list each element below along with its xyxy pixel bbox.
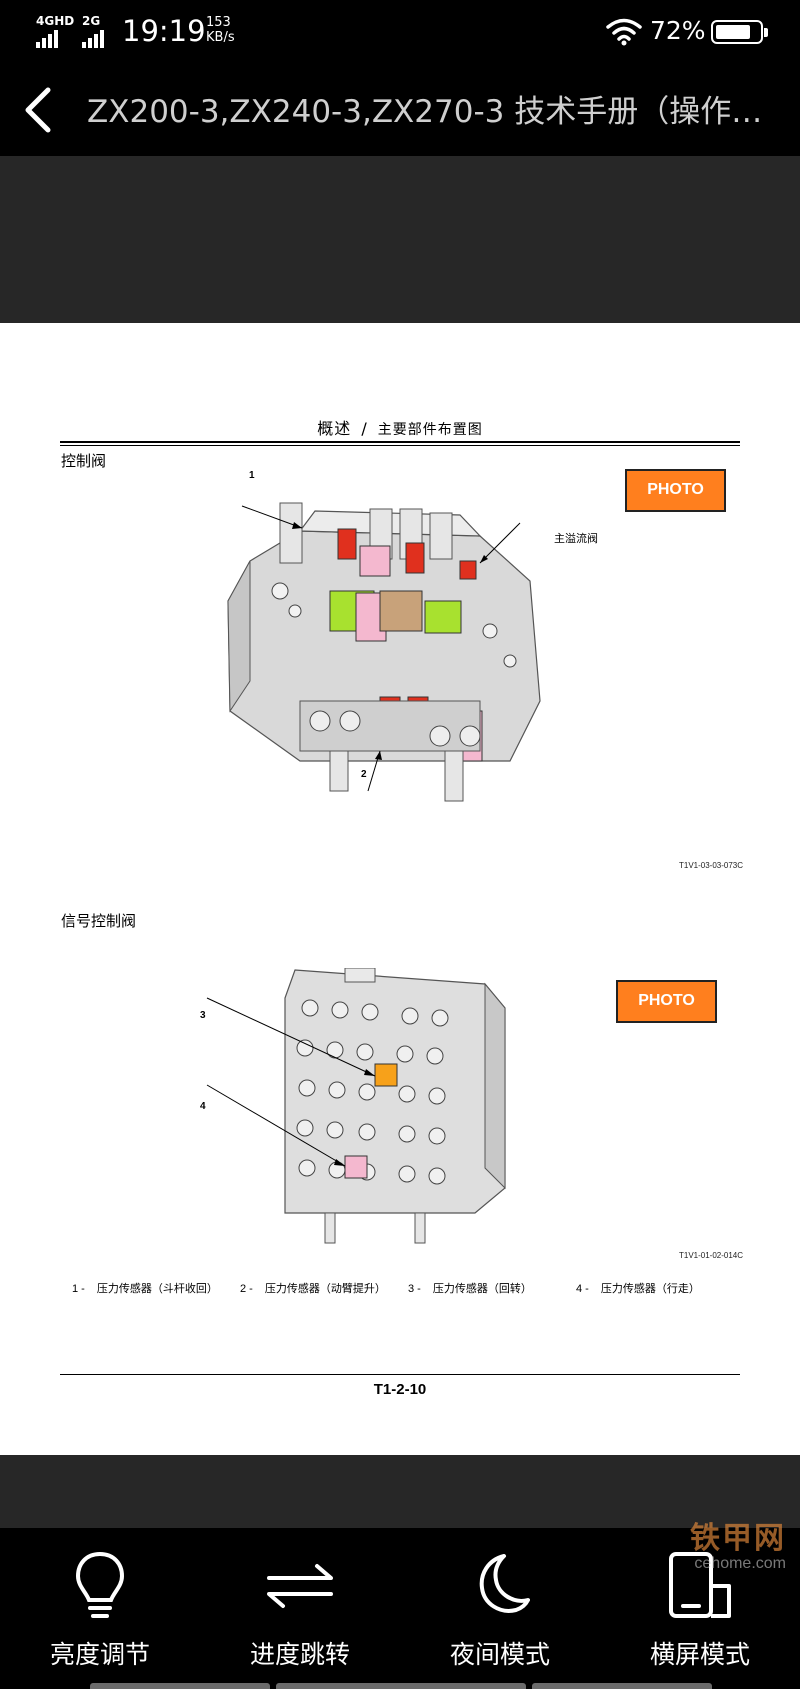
landscape-mode-label: 横屏模式 <box>649 1640 750 1669</box>
legend-item-1: 1 - 压力传感器（斗杆收回） <box>72 1280 218 1296</box>
home-indicator-left <box>90 1683 270 1689</box>
callout-4: 4 <box>200 1101 206 1112</box>
header-sub: 主要部件布置图 <box>377 422 483 438</box>
main-relief-valve-label: 主溢流阀 <box>554 532 598 545</box>
legend-item-2: 2 - 压力传感器（动臂提升） <box>240 1280 386 1296</box>
network-speed: 153 KB/s <box>206 15 235 45</box>
legend-item-4: 4 - 压力传感器（行走） <box>576 1280 700 1296</box>
page-number: T1-2-10 <box>373 1381 427 1398</box>
rotate-device-icon <box>669 1552 731 1618</box>
legend-num-4: 4 - <box>576 1283 589 1295</box>
battery-percentage: 72% <box>650 16 706 45</box>
network-speed-value: 153 <box>206 15 231 30</box>
home-indicator-right <box>532 1683 712 1689</box>
header-separator: / <box>361 419 368 438</box>
legend-num-1: 1 - <box>72 1283 85 1295</box>
night-mode-button[interactable]: 夜间模式 <box>400 1528 600 1689</box>
legend-text-2: 压力传感器（动臂提升） <box>264 1282 386 1295</box>
back-arrow-icon <box>25 87 51 133</box>
footer-rule <box>60 1374 740 1375</box>
callout-1: 1 <box>249 470 255 481</box>
header-rule-thin <box>60 445 740 446</box>
legend-text-4: 压力传感器（行走） <box>600 1282 700 1295</box>
page-header: 概述 / 主要部件布置图 <box>60 415 740 439</box>
callout-2: 2 <box>361 769 367 780</box>
legend-text-1: 压力传感器（斗杆收回） <box>96 1282 218 1295</box>
photo-button-control-valve[interactable]: PHOTO <box>625 469 726 512</box>
bottom-margin-band <box>0 1455 800 1528</box>
watermark-text: 铁甲网 <box>690 1522 786 1555</box>
clock: 19:19 <box>122 14 206 48</box>
control-valve-illustration <box>227 502 541 802</box>
figure-code-1: T1V1-03-03-073C <box>679 861 744 870</box>
wifi-icon <box>606 18 642 46</box>
night-mode-label: 夜间模式 <box>449 1640 550 1669</box>
network-type-2: 2G <box>82 14 101 28</box>
moon-icon <box>479 1554 530 1613</box>
title-bar: ZX200-3,ZX240-3,ZX270-3 技术手册（操作… <box>0 62 800 156</box>
figure-code-2: T1V1-01-02-014C <box>679 1251 744 1260</box>
header-main: 概述 <box>317 419 352 438</box>
landscape-mode-button[interactable]: 横屏模式 <box>600 1528 800 1689</box>
swap-arrows-icon <box>267 1564 333 1608</box>
progress-jump-label: 进度跳转 <box>249 1640 350 1669</box>
back-button[interactable] <box>18 82 68 138</box>
section-title-control-valve: 控制阀 <box>61 452 107 470</box>
status-bar: 4GHD 2G 19:19 153 KB/s 72% <box>0 0 800 62</box>
signal-control-valve-illustration <box>206 968 506 1244</box>
bottom-toolbar: 亮度调节 进度跳转 夜间模式 横屏模式 <box>0 1528 800 1689</box>
home-indicator-center <box>276 1683 526 1689</box>
callout-3: 3 <box>200 1010 206 1021</box>
legend-text-3: 压力传感器（回转） <box>432 1282 532 1295</box>
top-margin-band <box>0 156 800 323</box>
section-title-signal-valve: 信号控制阀 <box>61 912 137 930</box>
bulb-icon <box>75 1551 125 1618</box>
legend-num-3: 3 - <box>408 1283 421 1295</box>
battery-icon <box>711 20 768 44</box>
photo-button-signal-valve[interactable]: PHOTO <box>616 980 717 1023</box>
network-speed-unit: KB/s <box>206 30 235 45</box>
legend-num-2: 2 - <box>240 1283 253 1295</box>
document-page[interactable]: 概述 / 主要部件布置图 控制阀 PHOTO <box>0 323 800 1455</box>
document-title: ZX200-3,ZX240-3,ZX270-3 技术手册（操作… <box>87 94 763 130</box>
brightness-button[interactable]: 亮度调节 <box>0 1528 200 1689</box>
legend-item-3: 3 - 压力传感器（回转） <box>408 1280 532 1296</box>
watermark: 铁甲网 cehome.com <box>690 1523 786 1573</box>
brightness-label: 亮度调节 <box>49 1640 150 1669</box>
progress-jump-button[interactable]: 进度跳转 <box>200 1528 400 1689</box>
network-type-1: 4GHD <box>36 14 75 28</box>
header-rule <box>60 441 740 443</box>
watermark-url: cehome.com <box>694 1555 786 1572</box>
